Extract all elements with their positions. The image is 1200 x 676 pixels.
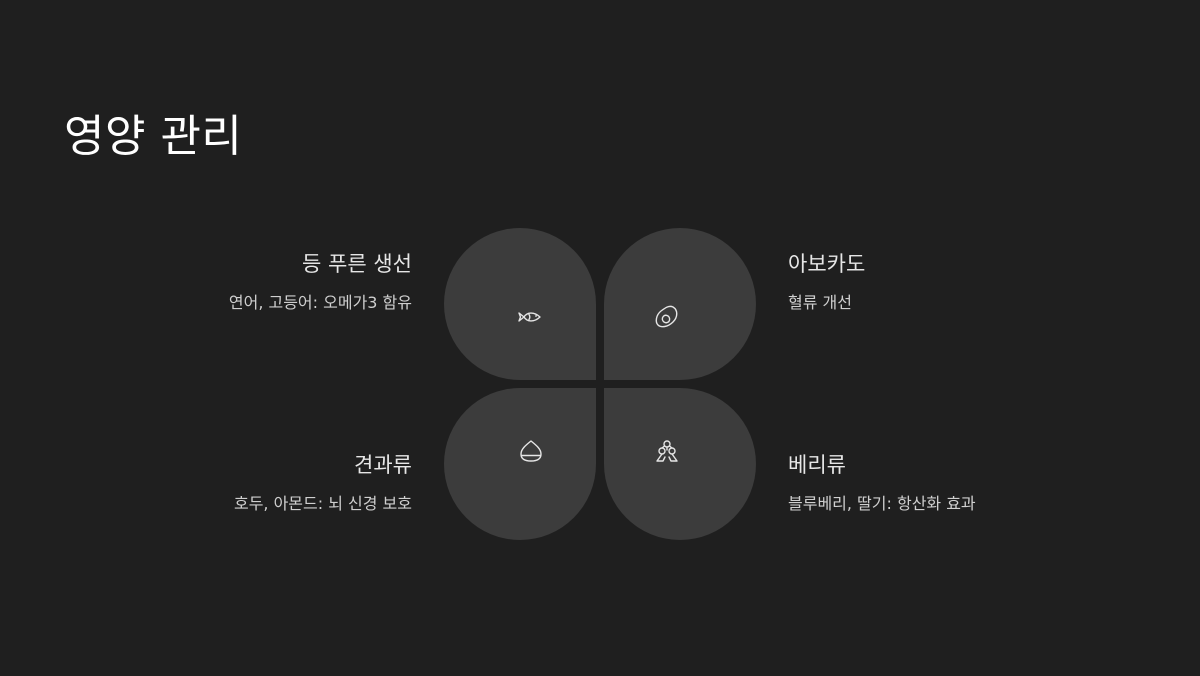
page-title: 영양 관리 xyxy=(64,111,243,162)
item-title: 아보카도 xyxy=(788,252,866,276)
item-description: 혈류 개선 xyxy=(788,293,852,312)
item-nuts: 견과류 호두, 아몬드: 뇌 신경 보호 xyxy=(32,451,412,515)
item-oily-fish: 등 푸른 생선 연어, 고등어: 오메가3 함유 xyxy=(32,250,412,314)
item-berries: 베리류 블루베리, 딸기: 항산화 효과 xyxy=(788,451,1168,515)
item-description: 블루베리, 딸기: 항산화 효과 xyxy=(788,494,976,513)
nutrition-diagram xyxy=(444,228,756,540)
petal-nuts xyxy=(444,388,596,540)
avocado-icon xyxy=(652,302,682,332)
fish-icon xyxy=(516,302,546,332)
item-description: 연어, 고등어: 오메가3 함유 xyxy=(228,293,412,312)
item-avocado: 아보카도 혈류 개선 xyxy=(788,250,1168,314)
item-title: 베리류 xyxy=(788,453,846,477)
nut-icon xyxy=(516,436,546,466)
item-title: 견과류 xyxy=(354,453,412,477)
petal-berries xyxy=(604,388,756,540)
item-title: 등 푸른 생선 xyxy=(302,252,412,276)
item-description: 호두, 아몬드: 뇌 신경 보호 xyxy=(233,494,412,513)
berries-icon xyxy=(652,436,682,466)
petal-avocado xyxy=(604,228,756,380)
petal-oily-fish xyxy=(444,228,596,380)
